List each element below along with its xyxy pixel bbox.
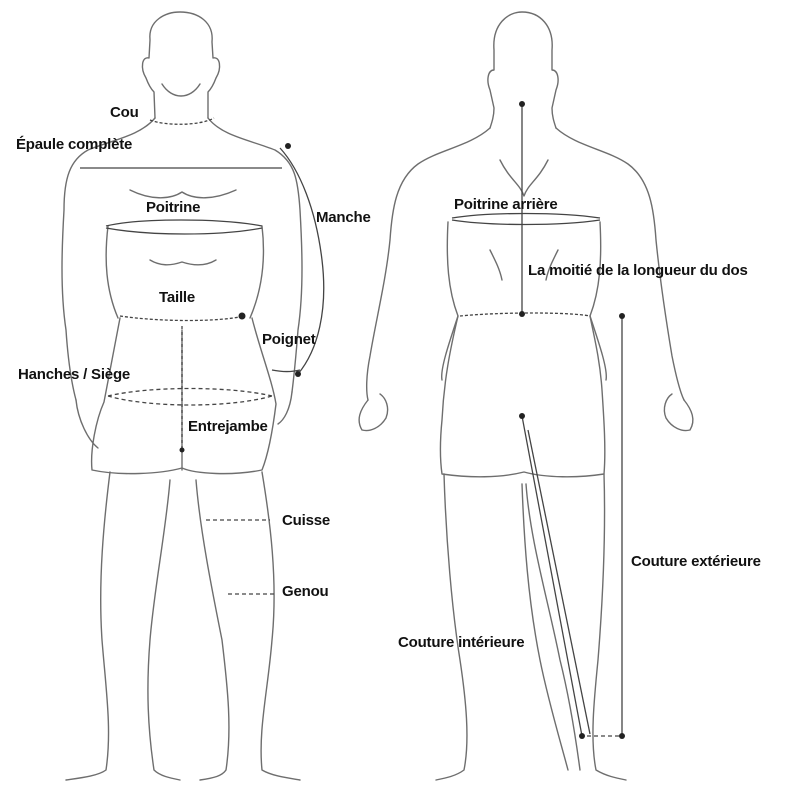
back-waist-line bbox=[460, 313, 590, 316]
inseam-back-line bbox=[522, 416, 582, 736]
label-entrejambe: Entrejambe bbox=[188, 418, 268, 436]
label-moitie-longueur-dos: La moitié de la longueur du dos bbox=[528, 262, 748, 280]
back-body-figure bbox=[359, 12, 693, 780]
front-body-figure bbox=[62, 12, 302, 780]
chest-ellipse-line bbox=[106, 228, 262, 234]
label-genou: Genou bbox=[282, 583, 329, 601]
back-chest-line bbox=[452, 214, 600, 219]
label-poitrine-arriere: Poitrine arrière bbox=[454, 196, 558, 214]
neck-measure-line bbox=[150, 118, 214, 124]
label-taille: Taille bbox=[159, 289, 195, 307]
label-manche: Manche bbox=[316, 209, 371, 227]
label-poitrine: Poitrine bbox=[146, 199, 200, 217]
label-hanches-siege: Hanches / Siège bbox=[18, 366, 130, 384]
chest-measure-line bbox=[106, 220, 262, 226]
label-couture-exterieure: Couture extérieure bbox=[631, 553, 761, 571]
waist-measure-line bbox=[120, 316, 244, 321]
label-cou: Cou bbox=[110, 104, 139, 122]
label-cuisse: Cuisse bbox=[282, 512, 330, 530]
hip-measure-line bbox=[108, 396, 272, 405]
back-chest-line-lower bbox=[452, 220, 600, 225]
label-epaule-complete: Épaule complète bbox=[16, 136, 132, 154]
inseam-back-line-2 bbox=[528, 430, 590, 734]
front-dots bbox=[180, 143, 302, 453]
hip-measure-line-top bbox=[108, 389, 272, 397]
label-poignet: Poignet bbox=[262, 331, 316, 349]
label-couture-interieure: Couture intérieure bbox=[398, 634, 524, 652]
wrist-measure-line bbox=[272, 370, 300, 372]
